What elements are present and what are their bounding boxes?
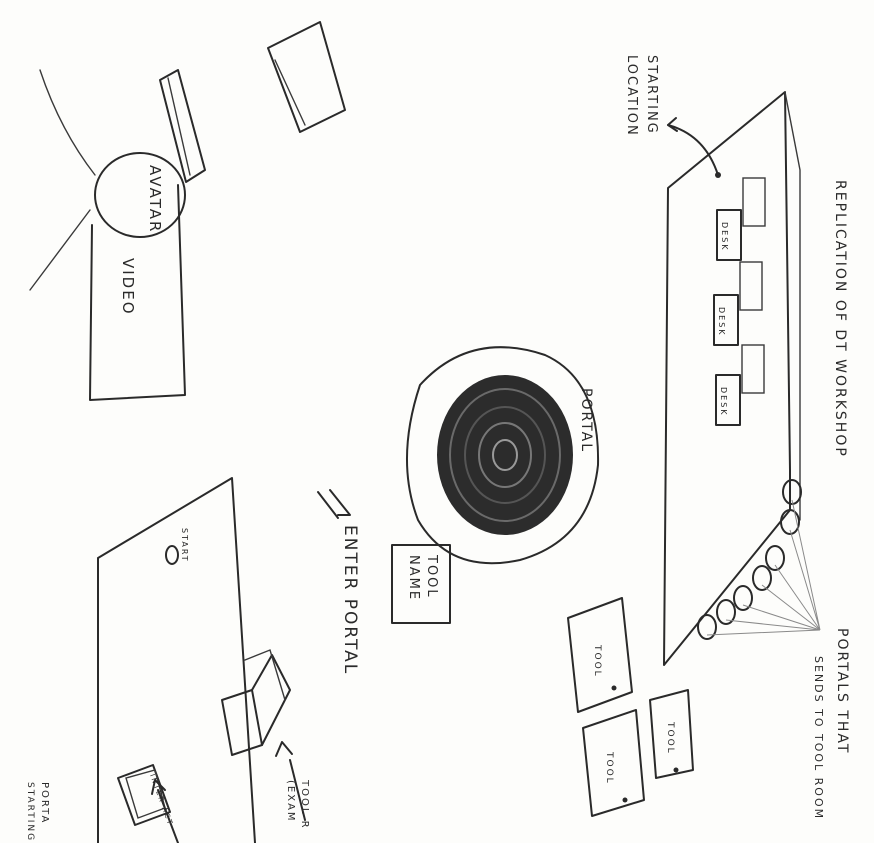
portal-fan-lines [707,500,820,635]
tool-name-line-2: NAME [406,555,421,601]
starting-location-line-2: LOCATION [624,55,639,137]
portal-label: PORTAL [578,388,594,453]
tool-sign-2-label: TOOL [604,751,614,785]
avatar-circle [95,153,185,237]
enter-portal-label: ENTER PORTAL [340,525,360,675]
desk-3-label: DESK [719,387,728,417]
mini-portal-5 [734,586,752,610]
mini-portal-7 [698,615,716,639]
start-label: START [180,528,189,563]
tool-room-line-1: TOOL R [299,779,310,830]
video-label: VIDEO [119,258,137,316]
tool-sign-1-label: TOOL [592,644,602,678]
avatar-label: AVATAR [146,165,164,233]
tool-name-line-1: TOOL [424,554,439,599]
desk-2-label: DESK [717,307,726,337]
portal-return-line-1: PORTA [39,782,50,824]
down-arrow-icon [318,490,350,518]
portal-return-line-2: STARTING [25,782,35,842]
avatar-video-panel: AVATAR VIDEO [30,22,345,400]
tool-object-front [222,690,262,755]
portals-line-2: SENDS TO TOOL ROOM [812,656,825,820]
mini-portal-4 [753,566,771,590]
desk-1-back [743,178,765,226]
tool-room-scene: START INTER-ACT TOOL R (EXAM PORTA START… [25,478,310,843]
camera-lens-box [268,22,345,132]
camera-body [160,70,205,182]
starting-location-line-1: STARTING [644,55,659,135]
start-marker [166,546,178,564]
portal-return-arrow [158,790,178,843]
replication-title: REPLICATION OF DT WORKSHOP [832,180,848,458]
portal-vortex [437,375,573,535]
desk-2-back [740,262,762,310]
tool-sign-boxes: TOOL TOOL TOOL [568,598,693,816]
portal-ring-row [698,480,820,639]
portals-line-1: PORTALS THAT [834,628,850,754]
desk-1-label: DESK [720,222,729,252]
starting-location-callout: STARTING LOCATION [624,55,721,178]
desk-3-back [742,345,764,393]
tool-sign-3-label: TOOL [665,721,675,755]
mini-portal-3 [766,546,784,570]
tool-room-line-2: (EXAM [285,780,296,823]
desk-group: DESK DESK DESK [714,178,765,425]
center-portal: PORTAL TOOL NAME [392,347,598,623]
workshop-replication: DESK DESK DESK STARTING LOCATION REPLICA… [568,55,850,820]
enter-portal-transition: ENTER PORTAL [318,490,360,675]
portals-to-tool-room-callout: PORTALS THAT SENDS TO TOOL ROOM [812,628,850,820]
